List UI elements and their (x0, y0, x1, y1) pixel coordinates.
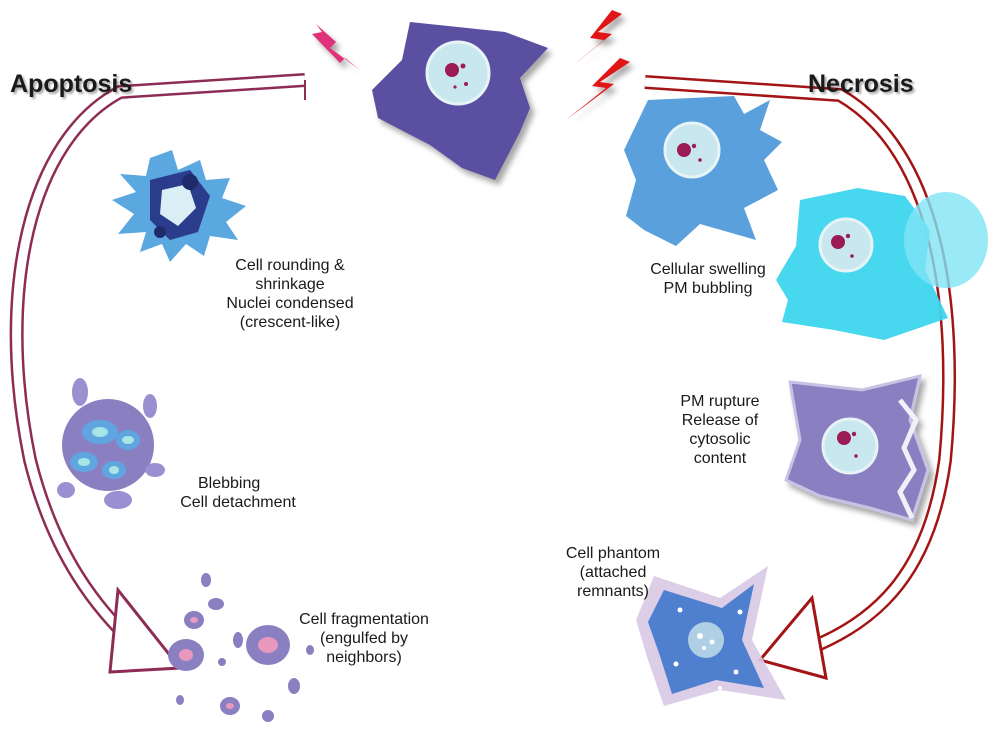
necrosis-stage-3-line: (attached (579, 564, 647, 581)
apoptosis-shrinking-cell (112, 150, 246, 262)
necrosis-stage-1-line: PM bubbling (663, 280, 753, 297)
necrosis-arrow (644, 75, 957, 681)
apoptosis-stage-3-line: neighbors) (326, 649, 402, 666)
necrosis-title: Necrosis (808, 70, 914, 98)
apoptosis-stage-2-label: Blebbing Cell detachment (158, 474, 318, 512)
apoptosis-stage-3-line: (engulfed by (319, 630, 409, 647)
apoptosis-stage-2-line: Cell detachment (180, 494, 296, 511)
apoptosis-stage-3-line: Cell fragmentation (299, 611, 429, 628)
necrosis-stage-2-line: PM rupture (680, 393, 760, 410)
necrosis-stage-2-line: Release of (681, 412, 759, 429)
apoptosis-stage-3-label: Cell fragmentation (engulfed by neighbor… (278, 610, 450, 667)
necrosis-stage-3-line: remnants) (576, 583, 650, 600)
apoptosis-stage-1-line: shrinkage (255, 276, 325, 293)
necrosis-stage-2-line: content (693, 450, 747, 467)
necrosis-stage-2-line: cytosolic (689, 431, 751, 448)
healthy-cell (372, 22, 548, 180)
necrosis-stage-2-label: PM rupture Release of cytosolic content (660, 392, 780, 468)
apoptosis-stage-2-line: Blebbing (198, 475, 261, 492)
necrosis-stage-1-label: Cellular swelling PM bubbling (628, 260, 788, 298)
necrosis-cell-phantom (636, 566, 786, 706)
apoptotic-bodies (168, 573, 314, 722)
necrosis-ruptured-cell (784, 373, 930, 522)
apoptosis-title: Apoptosis (10, 70, 133, 98)
apoptosis-stage-1-line: Cell rounding & (235, 257, 345, 274)
lightning-red-icon (566, 10, 630, 120)
necrosis-swelling-cell (624, 96, 782, 246)
apoptosis-stage-1-line: Nuclei condensed (226, 295, 354, 312)
necrosis-bubbling-cell (776, 188, 988, 340)
necrosis-stage-3-label: Cell phantom (attached remnants) (548, 544, 678, 601)
apoptosis-stage-1-label: Cell rounding & shrinkage Nuclei condens… (205, 256, 375, 332)
apoptosis-arrow (9, 73, 306, 674)
apoptosis-blebbing-cell (57, 378, 165, 509)
necrosis-stage-3-line: Cell phantom (565, 545, 661, 562)
lightning-pink-icon (312, 24, 360, 70)
necrosis-stage-1-line: Cellular swelling (650, 261, 766, 278)
apoptosis-stage-1-line: (crescent-like) (239, 314, 341, 331)
